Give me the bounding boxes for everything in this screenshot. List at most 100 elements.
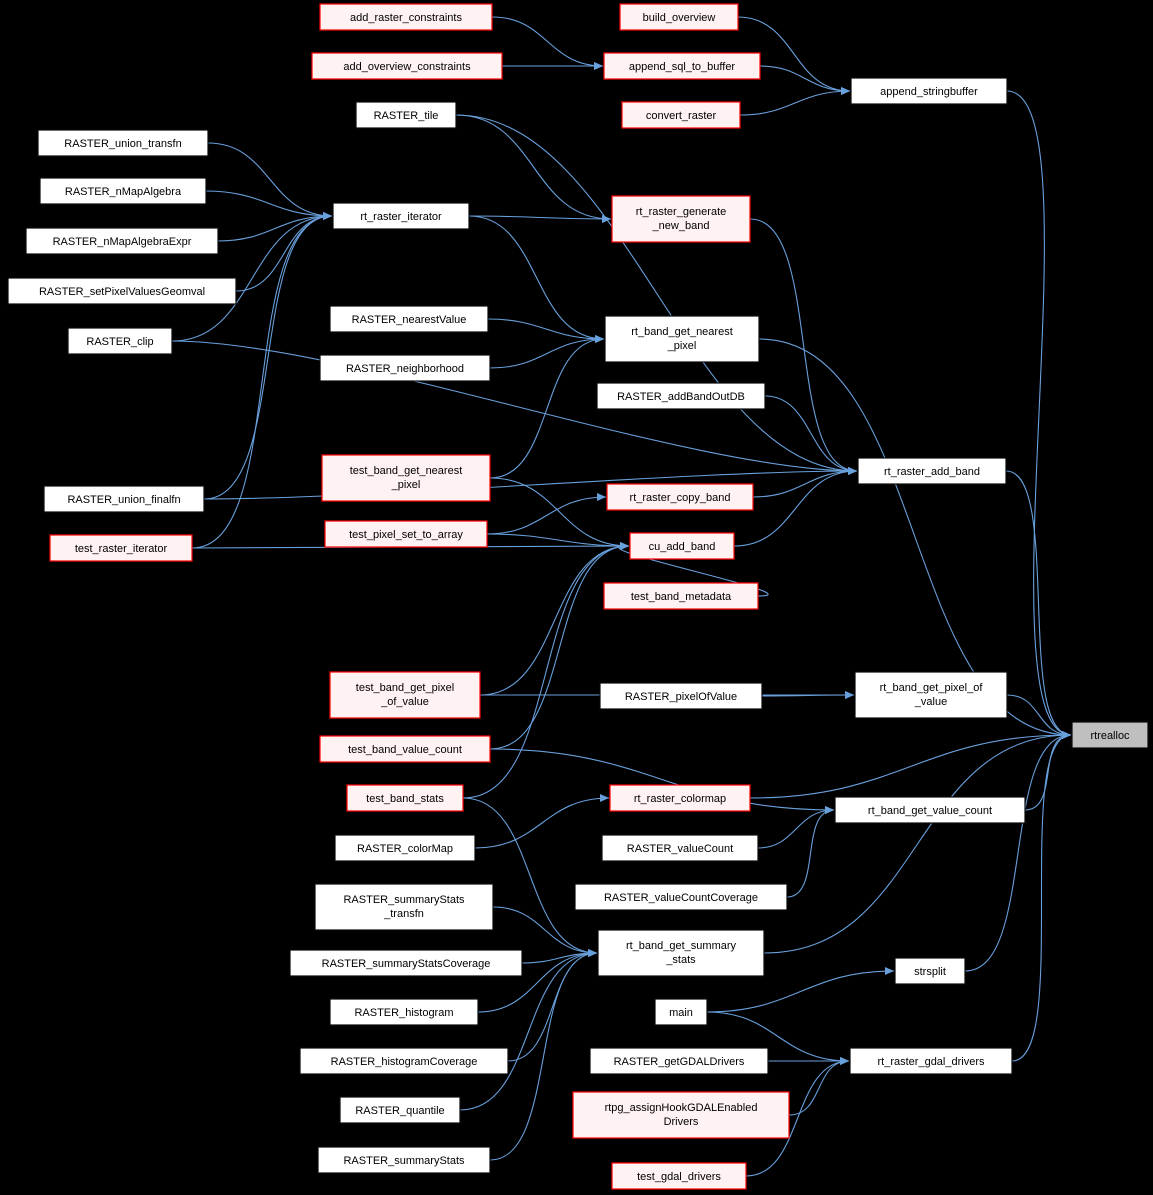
node-RASTER_nMapAlgebra[interactable]: RASTER_nMapAlgebra	[39, 177, 207, 205]
node-label: add_overview_constraints	[343, 61, 471, 73]
node-test_band_stats[interactable]: test_band_stats	[346, 784, 464, 812]
node-label: RASTER_union_transfn	[64, 138, 181, 150]
node-label: append_stringbuffer	[880, 86, 978, 98]
node-RASTER_quantile[interactable]: RASTER_quantile	[339, 1096, 461, 1124]
node-RASTER_histogram[interactable]: RASTER_histogram	[329, 998, 479, 1026]
node-convert_raster[interactable]: convert_raster	[621, 101, 741, 129]
node-label: test_band_stats	[366, 793, 444, 805]
node-test_band_value_count[interactable]: test_band_value_count	[319, 735, 491, 763]
edge-rt_raster_add_band--rtrealloc	[1005, 470, 1072, 739]
node-box	[67, 327, 173, 355]
edge-test_band_stats--rt_band_get_summary_stats	[462, 797, 598, 957]
node-rt_raster_gdal_drivers[interactable]: rt_raster_gdal_drivers	[849, 1047, 1013, 1075]
node-label: RASTER_colorMap	[357, 843, 453, 855]
node-box	[603, 52, 761, 80]
node-label: rt_band_get_summary	[626, 940, 737, 952]
edge-cu_add_band--rt_raster_add_band	[733, 467, 858, 547]
node-RASTER_nearestValue[interactable]: RASTER_nearestValue	[329, 305, 489, 333]
node-rt_raster_add_band[interactable]: rt_raster_add_band	[857, 457, 1007, 485]
node-label: test_band_get_pixel	[356, 682, 454, 694]
edge-rt_raster_colormap--rtrealloc	[749, 731, 1072, 799]
node-RASTER_nMapAlgebraExpr[interactable]: RASTER_nMapAlgebraExpr	[25, 227, 219, 255]
node-rt_band_get_nearest_pixel[interactable]: rt_band_get_nearest _pixel	[604, 315, 760, 363]
node-label: RASTER_histogram	[354, 1007, 453, 1019]
node-RASTER_summaryStats_transfn[interactable]: RASTER_summaryStats_transfn	[314, 883, 494, 931]
node-RASTER_addBandOutDB[interactable]: RASTER_addBandOutDB	[596, 382, 766, 410]
edge-append_stringbuffer--rtrealloc	[1006, 90, 1072, 739]
node-rt_raster_iterator[interactable]: rt_raster_iterator	[332, 202, 470, 230]
node-rt_band_get_pixel_of_value[interactable]: rt_band_get_pixel_of_value	[854, 671, 1008, 719]
node-add_raster_constraints[interactable]: add_raster_constraints	[319, 3, 493, 31]
node-label: rt_band_get_nearest	[631, 326, 733, 338]
edge-rt_raster_iterator--rt_raster_generate_new_band	[468, 214, 612, 223]
node-box	[589, 1047, 769, 1075]
node-rt_raster_copy_band[interactable]: rt_raster_copy_band	[606, 483, 754, 511]
node-add_overview_constraints[interactable]: add_overview_constraints	[311, 52, 503, 80]
node-label: RASTER_nMapAlgebraExpr	[53, 236, 192, 248]
node-RASTER_summaryStatsCoverage[interactable]: RASTER_summaryStatsCoverage	[289, 949, 523, 977]
node-RASTER_setPixelValuesGeomval[interactable]: RASTER_setPixelValuesGeomval	[7, 277, 237, 305]
node-append_sql_to_buffer[interactable]: append_sql_to_buffer	[603, 52, 761, 80]
node-RASTER_tile[interactable]: RASTER_tile	[355, 101, 457, 129]
node-RASTER_getGDALDrivers[interactable]: RASTER_getGDALDrivers	[589, 1047, 769, 1075]
node-strsplit[interactable]: strsplit	[894, 957, 966, 985]
edge-test_band_value_count--cu_add_band	[489, 542, 630, 750]
node-label: Drivers	[664, 1116, 699, 1128]
node-label: test_raster_iterator	[75, 543, 168, 555]
node-RASTER_valueCount[interactable]: RASTER_valueCount	[601, 834, 759, 862]
node-box	[629, 532, 735, 560]
node-box	[319, 354, 491, 382]
edge-rt_band_get_pixel_of_value--rtrealloc	[1006, 694, 1072, 739]
node-RASTER_union_transfn[interactable]: RASTER_union_transfn	[37, 129, 209, 157]
node-box	[1071, 721, 1149, 749]
node-label: _new_band	[652, 220, 710, 232]
node-RASTER_neighborhood[interactable]: RASTER_neighborhood	[319, 354, 491, 382]
node-main[interactable]: main	[654, 998, 708, 1026]
node-box	[574, 883, 788, 911]
edge-layer	[171, 16, 1072, 1177]
node-rt_raster_colormap[interactable]: rt_raster_colormap	[609, 784, 751, 812]
node-box	[314, 883, 494, 931]
node-test_band_metadata[interactable]: test_band_metadata	[603, 582, 759, 610]
node-box	[43, 485, 205, 513]
node-rt_raster_generate_new_band[interactable]: rt_raster_generate_new_band	[611, 195, 751, 243]
edge-RASTER_clip--rt_raster_add_band	[171, 340, 858, 475]
node-label: RASTER_setPixelValuesGeomval	[39, 286, 205, 298]
node-box	[332, 202, 470, 230]
node-RASTER_clip[interactable]: RASTER_clip	[67, 327, 173, 355]
node-box	[596, 382, 766, 410]
node-RASTER_histogramCoverage[interactable]: RASTER_histogramCoverage	[299, 1047, 509, 1075]
node-RASTER_valueCountCoverage[interactable]: RASTER_valueCountCoverage	[574, 883, 788, 911]
node-rt_band_get_summary_stats[interactable]: rt_band_get_summary_stats	[597, 929, 765, 977]
node-rt_band_get_value_count[interactable]: rt_band_get_value_count	[834, 796, 1026, 824]
edge-RASTER_summaryStats--rt_band_get_summary_stats	[489, 949, 598, 1161]
node-label: RASTER_pixelOfValue	[625, 691, 737, 703]
node-box	[319, 3, 493, 31]
node-test_band_get_pixel_of_value[interactable]: test_band_get_pixel_of_value	[329, 671, 481, 719]
node-RASTER_summaryStats[interactable]: RASTER_summaryStats	[317, 1146, 491, 1174]
node-test_pixel_set_to_array[interactable]: test_pixel_set_to_array	[324, 520, 488, 548]
edge-RASTER_tile--rt_raster_generate_new_band	[455, 114, 612, 223]
node-box	[289, 949, 523, 977]
edge-test_band_get_nearest_pixel--cu_add_band	[489, 477, 630, 550]
node-box	[597, 929, 765, 977]
node-build_overview[interactable]: build_overview	[619, 3, 739, 31]
edge-test_band_value_count--rt_band_get_value_count	[489, 748, 835, 814]
node-RASTER_union_finalfn[interactable]: RASTER_union_finalfn	[43, 485, 205, 513]
node-label: RASTER_union_finalfn	[67, 494, 180, 506]
node-append_stringbuffer[interactable]: append_stringbuffer	[850, 77, 1008, 105]
edge-rt_band_get_summary_stats--rtrealloc	[763, 731, 1072, 954]
node-cu_add_band[interactable]: cu_add_band	[629, 532, 735, 560]
node-RASTER_pixelOfValue[interactable]: RASTER_pixelOfValue	[599, 682, 763, 710]
node-box	[299, 1047, 509, 1075]
node-RASTER_colorMap[interactable]: RASTER_colorMap	[334, 834, 476, 862]
node-test_raster_iterator[interactable]: test_raster_iterator	[49, 534, 193, 562]
node-box	[834, 796, 1026, 824]
node-label: RASTER_histogramCoverage	[331, 1056, 478, 1068]
node-label: _pixel	[667, 340, 697, 352]
node-layer: add_raster_constraints build_overview add_…	[7, 3, 1149, 1190]
node-test_gdal_drivers[interactable]: test_gdal_drivers	[611, 1162, 747, 1190]
node-test_band_get_nearest_pixel[interactable]: test_band_get_nearest_pixel	[321, 454, 491, 502]
node-label: RASTER_nearestValue	[352, 314, 467, 326]
